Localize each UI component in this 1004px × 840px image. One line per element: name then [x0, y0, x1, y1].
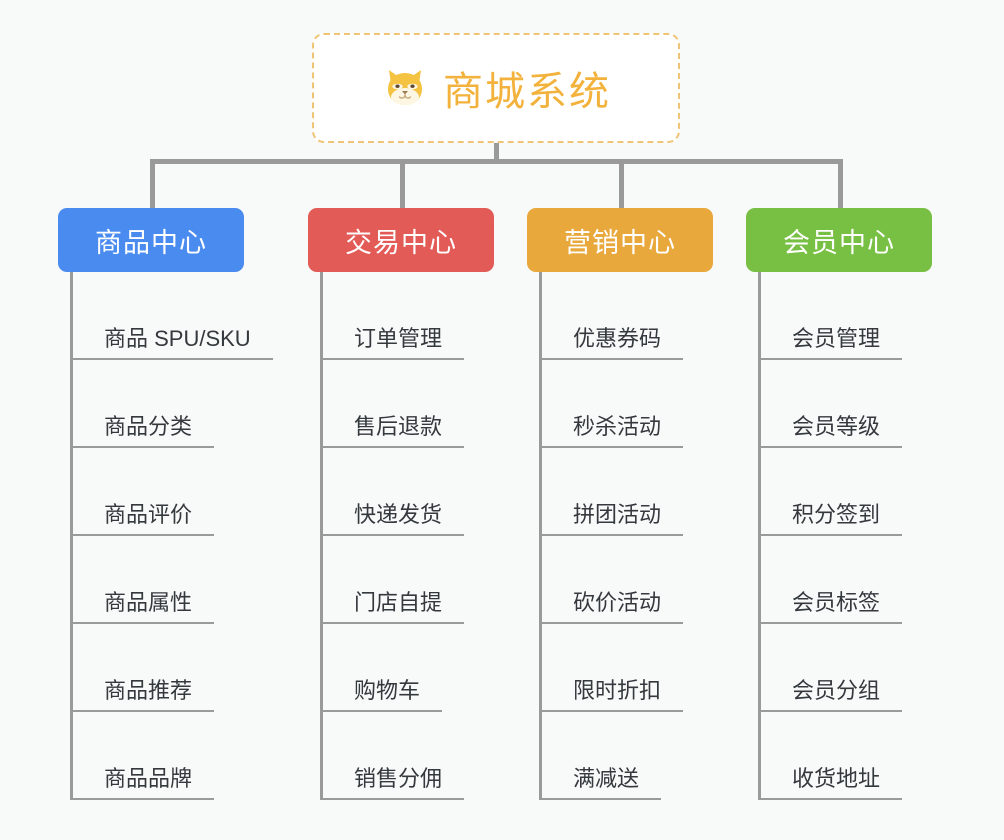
- leaf-label: 商品属性: [70, 590, 215, 624]
- root-node[interactable]: 商城系统: [312, 33, 680, 143]
- leaf-label: 收货地址: [758, 766, 903, 800]
- leaf-item[interactable]: 门店自提: [308, 536, 494, 624]
- leaf-item[interactable]: 商品推荐: [58, 624, 244, 712]
- leaf-label: 商品品牌: [70, 766, 215, 800]
- leaf-label: 砍价活动: [539, 590, 684, 624]
- connector-drop-2: [400, 159, 405, 210]
- leaf-item[interactable]: 购物车: [308, 624, 494, 712]
- leaf-item[interactable]: 商品品牌: [58, 712, 244, 800]
- branch-header-3[interactable]: 营销中心: [527, 208, 713, 272]
- branch-header-1[interactable]: 商品中心: [58, 208, 244, 272]
- leaf-label: 积分签到: [758, 502, 903, 536]
- branch-column-4: 会员中心 会员管理 会员等级 积分签到 会员标签 会员分组 收货地址: [746, 208, 932, 800]
- leaf-item[interactable]: 销售分佣: [308, 712, 494, 800]
- leaf-label: 商品 SPU/SKU: [70, 326, 273, 360]
- leaf-label: 订单管理: [320, 326, 465, 360]
- leaf-item[interactable]: 拼团活动: [527, 448, 713, 536]
- leaf-label: 门店自提: [320, 590, 465, 624]
- leaf-label: 会员标签: [758, 590, 903, 624]
- leaf-list-4: 会员管理 会员等级 积分签到 会员标签 会员分组 收货地址: [746, 272, 932, 800]
- leaf-item[interactable]: 售后退款: [308, 360, 494, 448]
- leaf-label: 秒杀活动: [539, 414, 684, 448]
- leaf-item[interactable]: 收货地址: [746, 712, 932, 800]
- branch-spine-3: [539, 272, 542, 800]
- leaf-label: 会员等级: [758, 414, 903, 448]
- connector-stem: [494, 143, 499, 164]
- leaf-label: 会员分组: [758, 678, 903, 712]
- connector-bar: [150, 159, 841, 164]
- leaf-label: 购物车: [320, 678, 443, 712]
- connector-drop-1: [150, 159, 155, 210]
- leaf-label: 快递发货: [320, 502, 465, 536]
- leaf-label: 会员管理: [758, 326, 903, 360]
- shiba-dog-face-icon: [381, 64, 429, 112]
- leaf-item[interactable]: 商品属性: [58, 536, 244, 624]
- branch-spine-4: [758, 272, 761, 800]
- leaf-label: 销售分佣: [320, 766, 465, 800]
- leaf-item[interactable]: 积分签到: [746, 448, 932, 536]
- leaf-label: 售后退款: [320, 414, 465, 448]
- branch-header-4[interactable]: 会员中心: [746, 208, 932, 272]
- branch-spine-2: [320, 272, 323, 800]
- leaf-item[interactable]: 订单管理: [308, 272, 494, 360]
- connector-drop-4: [838, 159, 843, 210]
- leaf-label: 商品分类: [70, 414, 215, 448]
- branch-spine-1: [70, 272, 73, 800]
- leaf-item[interactable]: 会员管理: [746, 272, 932, 360]
- leaf-item[interactable]: 限时折扣: [527, 624, 713, 712]
- leaf-list-2: 订单管理 售后退款 快递发货 门店自提 购物车 销售分佣: [308, 272, 494, 800]
- leaf-item[interactable]: 满减送: [527, 712, 713, 800]
- leaf-item[interactable]: 商品分类: [58, 360, 244, 448]
- leaf-item[interactable]: 会员等级: [746, 360, 932, 448]
- leaf-item[interactable]: 快递发货: [308, 448, 494, 536]
- leaf-item[interactable]: 会员标签: [746, 536, 932, 624]
- leaf-item[interactable]: 会员分组: [746, 624, 932, 712]
- branch-header-2[interactable]: 交易中心: [308, 208, 494, 272]
- leaf-label: 商品推荐: [70, 678, 215, 712]
- leaf-item[interactable]: 商品 SPU/SKU: [58, 272, 273, 360]
- branch-column-3: 营销中心 优惠券码 秒杀活动 拼团活动 砍价活动 限时折扣 满减送: [527, 208, 713, 800]
- leaf-label: 满减送: [539, 766, 662, 800]
- leaf-label: 商品评价: [70, 502, 215, 536]
- leaf-item[interactable]: 秒杀活动: [527, 360, 713, 448]
- leaf-label: 限时折扣: [539, 678, 684, 712]
- leaf-item[interactable]: 优惠券码: [527, 272, 713, 360]
- leaf-label: 拼团活动: [539, 502, 684, 536]
- leaf-label: 优惠券码: [539, 326, 684, 360]
- connector-drop-3: [619, 159, 624, 210]
- leaf-item[interactable]: 砍价活动: [527, 536, 713, 624]
- branch-column-2: 交易中心 订单管理 售后退款 快递发货 门店自提 购物车 销售分佣: [308, 208, 494, 800]
- leaf-list-3: 优惠券码 秒杀活动 拼团活动 砍价活动 限时折扣 满减送: [527, 272, 713, 800]
- leaf-list-1: 商品 SPU/SKU 商品分类 商品评价 商品属性 商品推荐 商品品牌: [58, 272, 273, 800]
- leaf-item[interactable]: 商品评价: [58, 448, 244, 536]
- root-title: 商城系统: [443, 70, 611, 114]
- branch-column-1: 商品中心 商品 SPU/SKU 商品分类 商品评价 商品属性 商品推荐 商品品牌: [58, 208, 273, 800]
